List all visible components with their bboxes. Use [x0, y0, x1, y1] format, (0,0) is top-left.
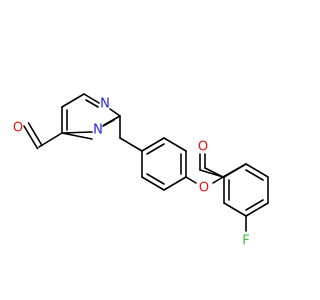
bond-pyr-phenyl [119, 137, 143, 152]
bond-ph1-e [163, 137, 187, 152]
bond-ph1-f-inner [146, 143, 165, 155]
bond-pyr-c5-c6 [61, 93, 85, 108]
atom-f: F [242, 234, 249, 249]
atom-o-ester: O [199, 181, 209, 196]
bond-carbonyl-c-fix2 [199, 169, 224, 178]
bond-ph2-a [245, 163, 269, 178]
bond-aldehyde-co-a [23, 125, 39, 150]
atom-n-top: N [100, 97, 110, 112]
atom-o-carbonyl: O [198, 140, 208, 155]
bond-ph2-f [223, 163, 247, 178]
bonds [23, 93, 269, 232]
bond-ph2-c-inner [245, 199, 264, 211]
atom-labels: N N O O O F [13, 97, 250, 249]
bond-ph1-b [141, 176, 165, 191]
bond-pyr-c2-n3-inner [102, 119, 115, 127]
bond-ph2-d [223, 202, 247, 217]
bond-ph1-b-inner [146, 173, 165, 185]
bond-ph2-a-inner [245, 169, 264, 181]
bond-aldehyde-c-ring [38, 132, 63, 148]
bond-pyr-c6-n1 [83, 93, 100, 104]
bond-aldehyde-co-b [27, 122, 43, 147]
atom-o-aldehyde: O [13, 121, 23, 136]
bond-ph1-c [163, 176, 187, 191]
bond-pyr-n3-c4 [61, 131, 93, 134]
bond-ph-oester [185, 176, 197, 184]
molecule-structure: N N O O O F [13, 93, 269, 249]
atom-n-bottom: N [93, 123, 103, 138]
bond-ph2-c [245, 202, 269, 217]
bond-pyr-n3-c4-b [61, 132, 93, 140]
bond-pyr-n1-c2 [109, 108, 121, 117]
bond-oester-ccarbonyl [212, 176, 224, 184]
bond-pyr-c6-n1-inner [85, 99, 99, 108]
bond-ph1-f [141, 137, 165, 152]
